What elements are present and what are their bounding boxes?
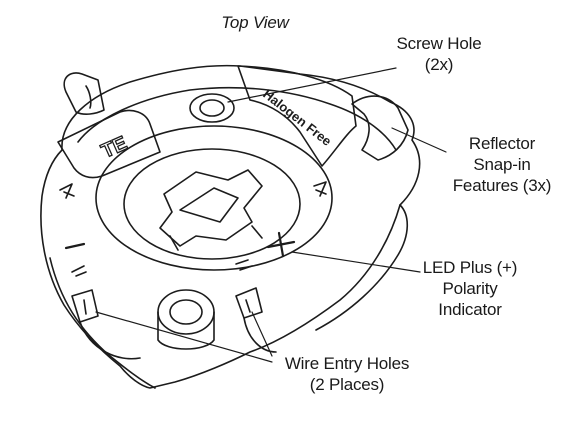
- callout-led-line1: LED Plus (+): [422, 258, 518, 277]
- screw-hole-bottom: [157, 289, 215, 335]
- snap-clip-top-left: [63, 72, 105, 115]
- callout-reflector-line3: Features (3x): [452, 176, 552, 195]
- callout-reflector: Reflector Snap-in Features (3x): [440, 133, 564, 196]
- halogen-tab: [237, 65, 357, 167]
- minus-marking: [64, 242, 86, 250]
- callout-led-line3: Indicator: [438, 300, 502, 319]
- leader-led-plus: [291, 251, 421, 273]
- wire-entry-hole-left: [71, 289, 99, 323]
- callout-wire-line1: Wire Entry Holes: [284, 354, 410, 373]
- wire-entry-hole-right: [235, 287, 263, 319]
- leader-screw-hole: [227, 67, 397, 103]
- leader-reflector: [391, 127, 447, 153]
- callout-wire-entry: Wire Entry Holes (2 Places): [258, 353, 436, 395]
- center-opening-inner: [123, 148, 301, 260]
- callout-screw-hole-line2: (2x): [424, 55, 454, 74]
- halogen-free-marking: Halogen Free: [260, 86, 334, 149]
- screw-hole-top: [189, 93, 235, 123]
- leader-wire-left: [95, 311, 273, 363]
- holder-outer-body: [40, 64, 421, 389]
- callout-led-polarity: LED Plus (+) Polarity Indicator: [404, 257, 536, 320]
- center-opening-outer: [95, 125, 333, 271]
- callout-wire-line2: (2 Places): [309, 375, 385, 394]
- callout-led-line2: Polarity: [442, 279, 498, 298]
- led-seat: [159, 169, 263, 247]
- svg-text:TE: TE: [98, 132, 130, 162]
- plus-marking: [266, 231, 296, 258]
- snap-clip-right: [351, 95, 409, 161]
- callout-screw-hole: Screw Hole (2x): [380, 33, 498, 75]
- holder-rim: [77, 86, 397, 151]
- diagram-title: Top View: [221, 13, 289, 32]
- te-tab: [57, 109, 161, 179]
- leader-wire-right: [251, 311, 273, 357]
- callout-reflector-line2: Snap-in: [473, 155, 531, 174]
- callout-screw-hole-line1: Screw Hole: [396, 34, 482, 53]
- svg-text:Halogen Free: Halogen Free: [260, 86, 334, 149]
- te-logo: TE: [98, 132, 132, 164]
- callout-reflector-line1: Reflector: [468, 134, 536, 153]
